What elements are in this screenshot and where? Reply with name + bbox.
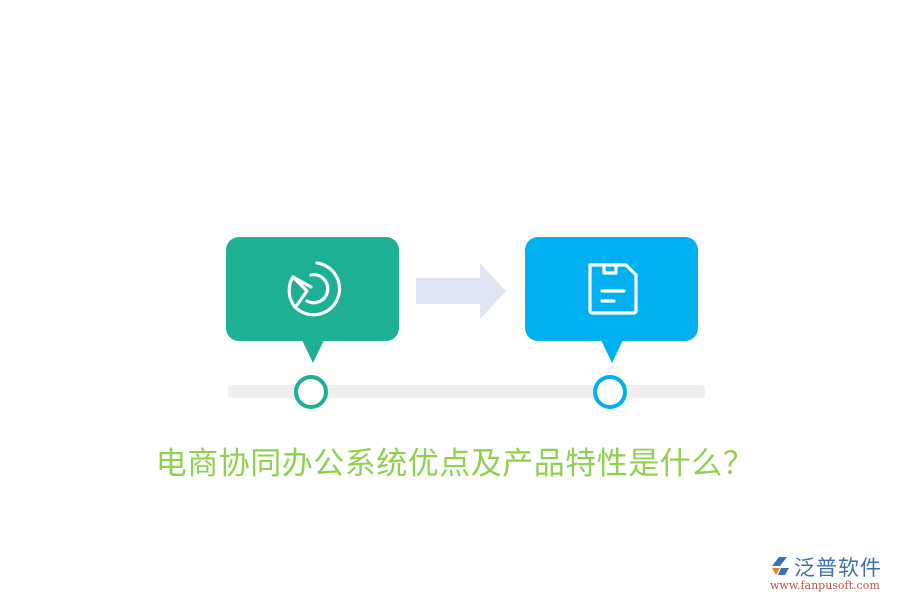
card-pointer: [600, 340, 623, 363]
watermark-url: www.fanpusoft.com: [770, 579, 880, 592]
watermark-name: 泛普软件: [794, 556, 882, 580]
step-card-2: [525, 237, 698, 363]
step-card-1: [226, 237, 399, 363]
timeline-node-1: [294, 375, 328, 409]
watermark-logo: 泛普软件 www.fanpusoft.com: [768, 552, 894, 592]
timeline-node-2: [593, 375, 627, 409]
page-title: 电商协同办公系统优点及产品特性是什么？: [155, 446, 755, 482]
timeline-bar: [228, 385, 705, 398]
save-document-icon: [587, 263, 638, 315]
radar-play-icon: [287, 261, 341, 317]
fanpu-logo-icon: [772, 557, 789, 575]
card-pointer: [301, 340, 324, 363]
arrow-right-icon: [416, 263, 506, 319]
